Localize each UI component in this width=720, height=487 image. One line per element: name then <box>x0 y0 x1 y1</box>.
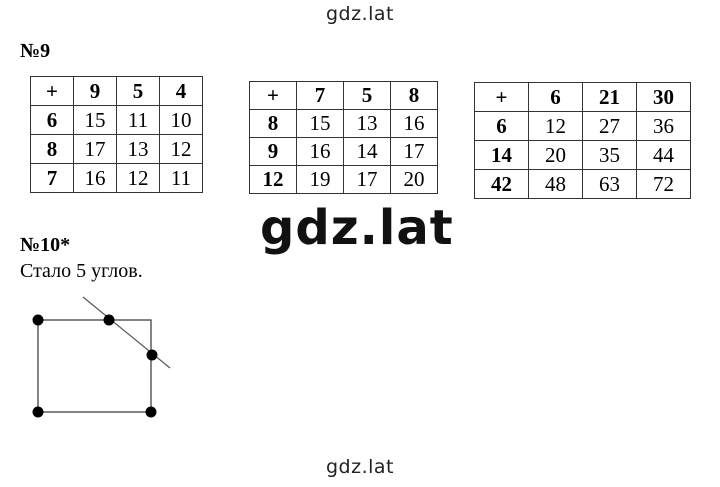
vertex-point <box>32 406 44 418</box>
table-cell: 72 <box>636 169 691 199</box>
table-cell: 14 <box>343 137 391 166</box>
table-cell: 21 <box>582 82 637 112</box>
vertex-point <box>145 406 157 418</box>
table-cell: 6 <box>528 82 583 112</box>
table-row: 12 19 17 20 <box>249 165 438 194</box>
table-cell: 11 <box>159 163 203 193</box>
table-cell: 6 <box>474 111 529 141</box>
table-row: 7 16 12 11 <box>30 163 203 193</box>
table-cell: 17 <box>390 137 438 166</box>
table-row: 6 15 11 10 <box>30 105 203 135</box>
table-cell: + <box>474 82 529 112</box>
table-cell: 9 <box>249 137 297 166</box>
table-cell: 7 <box>30 163 74 193</box>
task-10-label: №10* <box>20 234 71 256</box>
table-cell: 11 <box>116 105 160 135</box>
table-cell: 20 <box>390 165 438 194</box>
table-cell: 4 <box>159 76 203 106</box>
table-cell: 15 <box>73 105 117 135</box>
table-cell: 12 <box>528 111 583 141</box>
table-cell: 17 <box>73 134 117 164</box>
table-cell: 20 <box>528 140 583 170</box>
table-cell: + <box>249 81 297 110</box>
table-cell: 14 <box>474 140 529 170</box>
table-cell: 12 <box>159 134 203 164</box>
table-row: 8 15 13 16 <box>249 109 438 138</box>
table-cell: 13 <box>343 109 391 138</box>
table-cell: 8 <box>390 81 438 110</box>
vertex-point <box>32 314 44 326</box>
watermark-bottom: gdz.lat <box>325 456 394 478</box>
table-cell: 48 <box>528 169 583 199</box>
table-cell: 8 <box>249 109 297 138</box>
table-cell: 5 <box>343 81 391 110</box>
addition-table-2: + 7 5 8 8 15 13 16 9 16 14 17 12 19 17 2… <box>249 81 438 194</box>
table-row: 8 17 13 12 <box>30 134 203 164</box>
table-cell: 8 <box>30 134 74 164</box>
table-cell: 15 <box>296 109 344 138</box>
table-cell: 16 <box>73 163 117 193</box>
table-cell: 16 <box>390 109 438 138</box>
table-cell: 12 <box>249 165 297 194</box>
table-row: 9 16 14 17 <box>249 137 438 166</box>
rectangle-outline <box>37 319 152 413</box>
watermark-center: gdz.lat <box>260 200 454 256</box>
table-cell: 9 <box>73 76 117 106</box>
table-cell: 63 <box>582 169 637 199</box>
table-cell: 30 <box>636 82 691 112</box>
table-cell: 7 <box>296 81 344 110</box>
table-cell: 42 <box>474 169 529 199</box>
table-header-row: + 9 5 4 <box>30 76 203 106</box>
table-row: 42 48 63 72 <box>474 169 691 199</box>
table-cell: 5 <box>116 76 160 106</box>
addition-table-1: + 9 5 4 6 15 11 10 8 17 13 12 7 16 12 11 <box>30 76 203 193</box>
task-10-answer: Стало 5 углов. <box>20 260 143 282</box>
table-cell: 36 <box>636 111 691 141</box>
table-row: 6 12 27 36 <box>474 111 691 141</box>
table-cell: 13 <box>116 134 160 164</box>
table-header-row: + 7 5 8 <box>249 81 438 110</box>
table-cell: 6 <box>30 105 74 135</box>
table-cell: 16 <box>296 137 344 166</box>
table-cell: 35 <box>582 140 637 170</box>
table-cell: 44 <box>636 140 691 170</box>
addition-table-3: + 6 21 30 6 12 27 36 14 20 35 44 42 48 6… <box>474 82 691 199</box>
table-cell: 12 <box>116 163 160 193</box>
cut-rectangle-figure <box>32 296 171 418</box>
table-row: 14 20 35 44 <box>474 140 691 170</box>
vertex-point <box>146 349 158 361</box>
table-cell: 19 <box>296 165 344 194</box>
watermark-top: gdz.lat <box>325 3 394 25</box>
table-cell: 10 <box>159 105 203 135</box>
table-header-row: + 6 21 30 <box>474 82 691 112</box>
table-cell: 27 <box>582 111 637 141</box>
vertex-point <box>103 314 115 326</box>
task-9-label: №9 <box>20 40 51 62</box>
table-cell: 17 <box>343 165 391 194</box>
table-cell: + <box>30 76 74 106</box>
